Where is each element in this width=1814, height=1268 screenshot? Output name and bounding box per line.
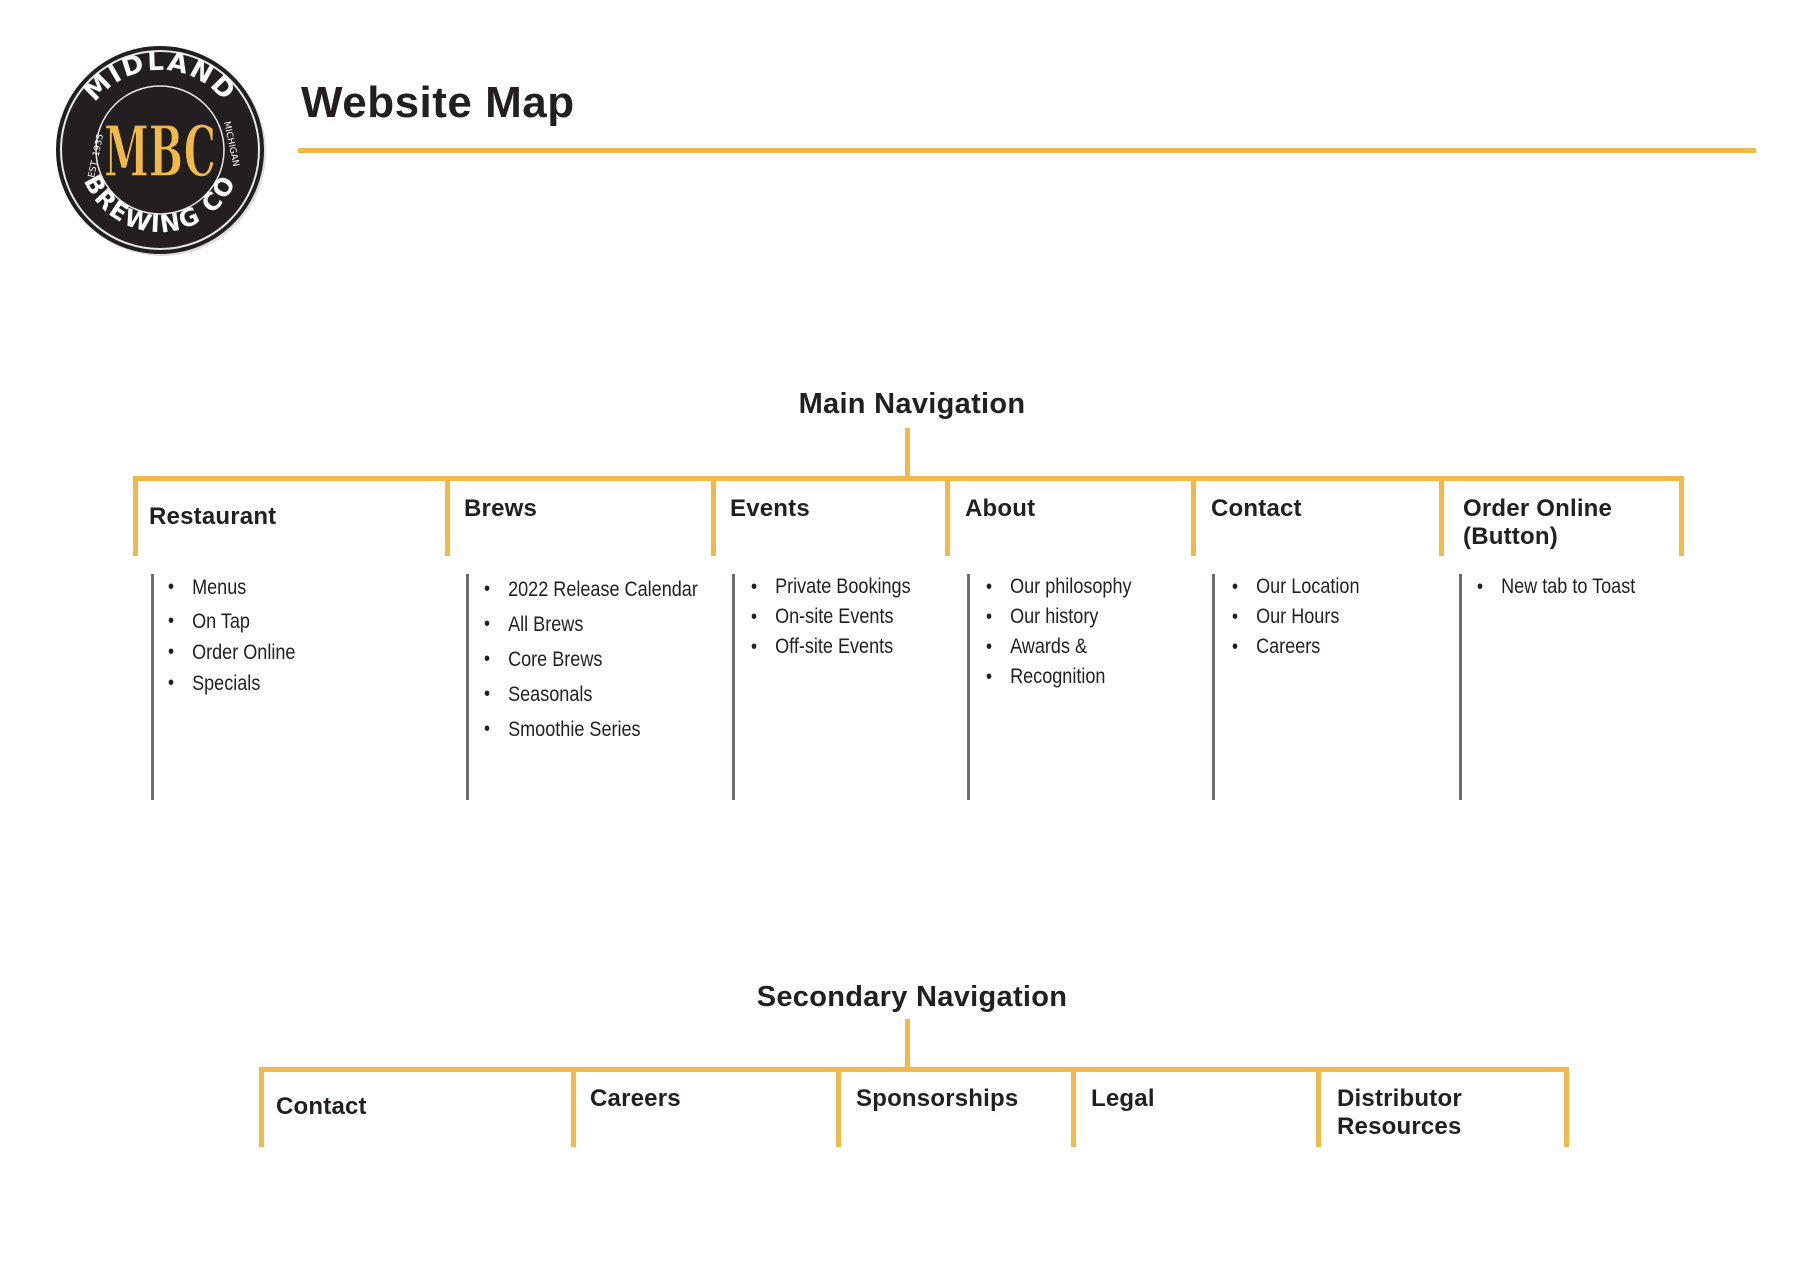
- list-item-continuation: Recognition: [986, 662, 1132, 692]
- midland-brewing-logo-icon: MIDLAND BREWING CO EST. 1935 MICHIGAN MB…: [56, 46, 266, 256]
- secondary-nav-tick: [1564, 1067, 1569, 1147]
- list-item-text: Recognition: [1010, 665, 1106, 688]
- main-navigation-title: Main Navigation: [798, 388, 1026, 420]
- list-item: On Tap: [168, 606, 295, 637]
- list-item: Smoothie Series: [484, 712, 698, 747]
- secondary-nav-tick: [1316, 1067, 1321, 1147]
- list-item: Menus: [168, 572, 295, 603]
- nav-item-label-line2: (Button): [1463, 523, 1558, 550]
- order-online-sublist: New tab to Toast: [1477, 572, 1635, 602]
- list-item: Awards &: [986, 632, 1132, 662]
- secondary-nav-bracket: [259, 1067, 1569, 1072]
- list-item: Off-site Events: [751, 632, 911, 662]
- nav-item-events: Events: [730, 495, 810, 522]
- secondary-item-careers: Careers: [590, 1085, 681, 1112]
- main-nav-tick: [1679, 476, 1684, 556]
- secondary-nav-tick: [1071, 1067, 1076, 1147]
- column-divider: [466, 574, 469, 800]
- list-item: On-site Events: [751, 602, 911, 632]
- secondary-nav-tick: [259, 1067, 264, 1147]
- list-item: Our philosophy: [986, 572, 1132, 602]
- svg-text:MBC: MBC: [104, 110, 216, 193]
- main-nav-tick: [133, 476, 138, 556]
- main-nav-tick: [1191, 476, 1196, 556]
- secondary-item-contact: Contact: [276, 1093, 367, 1120]
- secondary-navigation-title: Secondary Navigation: [756, 981, 1068, 1013]
- list-item: New tab to Toast: [1477, 572, 1635, 602]
- list-item: Our Location: [1232, 572, 1359, 602]
- events-sublist: Private Bookings On-site Events Off-site…: [751, 572, 911, 662]
- secondary-nav-connector: [905, 1019, 910, 1071]
- nav-item-restaurant: Restaurant: [149, 503, 277, 530]
- main-nav-tick: [445, 476, 450, 556]
- secondary-nav-tick: [571, 1067, 576, 1147]
- list-item: Seasonals: [484, 677, 698, 712]
- main-nav-tick: [1439, 476, 1444, 556]
- nav-item-contact: Contact: [1211, 495, 1302, 522]
- list-item: Specials: [168, 668, 295, 699]
- list-item: Order Online: [168, 637, 295, 668]
- logo: MIDLAND BREWING CO EST. 1935 MICHIGAN MB…: [48, 38, 272, 262]
- list-item: All Brews: [484, 607, 698, 642]
- list-item: Our history: [986, 602, 1132, 632]
- nav-item-about: About: [965, 495, 1036, 522]
- secondary-nav-tick: [836, 1067, 841, 1147]
- secondary-item-distributor-resources: Distributor Resources: [1337, 1085, 1462, 1141]
- brews-sublist: 2022 Release Calendar All Brews Core Bre…: [484, 572, 698, 747]
- column-divider: [732, 574, 735, 800]
- list-item: 2022 Release Calendar: [484, 572, 698, 607]
- nav-item-order-online: Order Online (Button): [1463, 495, 1612, 551]
- column-divider: [1459, 574, 1462, 800]
- main-nav-connector: [905, 428, 910, 478]
- main-nav-bracket: [133, 476, 1684, 481]
- page-title: Website Map: [301, 78, 575, 127]
- column-divider: [1212, 574, 1215, 800]
- secondary-item-legal: Legal: [1091, 1085, 1155, 1112]
- list-item: Careers: [1232, 632, 1359, 662]
- list-item: Private Bookings: [751, 572, 911, 602]
- nav-item-label: Order Online: [1463, 495, 1613, 522]
- nav-item-brews: Brews: [464, 495, 538, 522]
- contact-sublist: Our Location Our Hours Careers: [1232, 572, 1359, 662]
- column-divider: [967, 574, 970, 800]
- nav-item-label: Distributor: [1337, 1085, 1462, 1112]
- main-nav-tick: [945, 476, 950, 556]
- column-divider: [151, 574, 154, 800]
- secondary-item-sponsorships: Sponsorships: [856, 1085, 1019, 1112]
- nav-item-label-line2: Resources: [1337, 1113, 1462, 1140]
- list-item: Core Brews: [484, 642, 698, 677]
- main-nav-tick: [711, 476, 716, 556]
- restaurant-sublist: Menus On Tap Order Online Specials: [168, 572, 295, 699]
- about-sublist: Our philosophy Our history Awards & Reco…: [986, 572, 1132, 692]
- list-item: Our Hours: [1232, 602, 1359, 632]
- title-divider: [298, 148, 1756, 153]
